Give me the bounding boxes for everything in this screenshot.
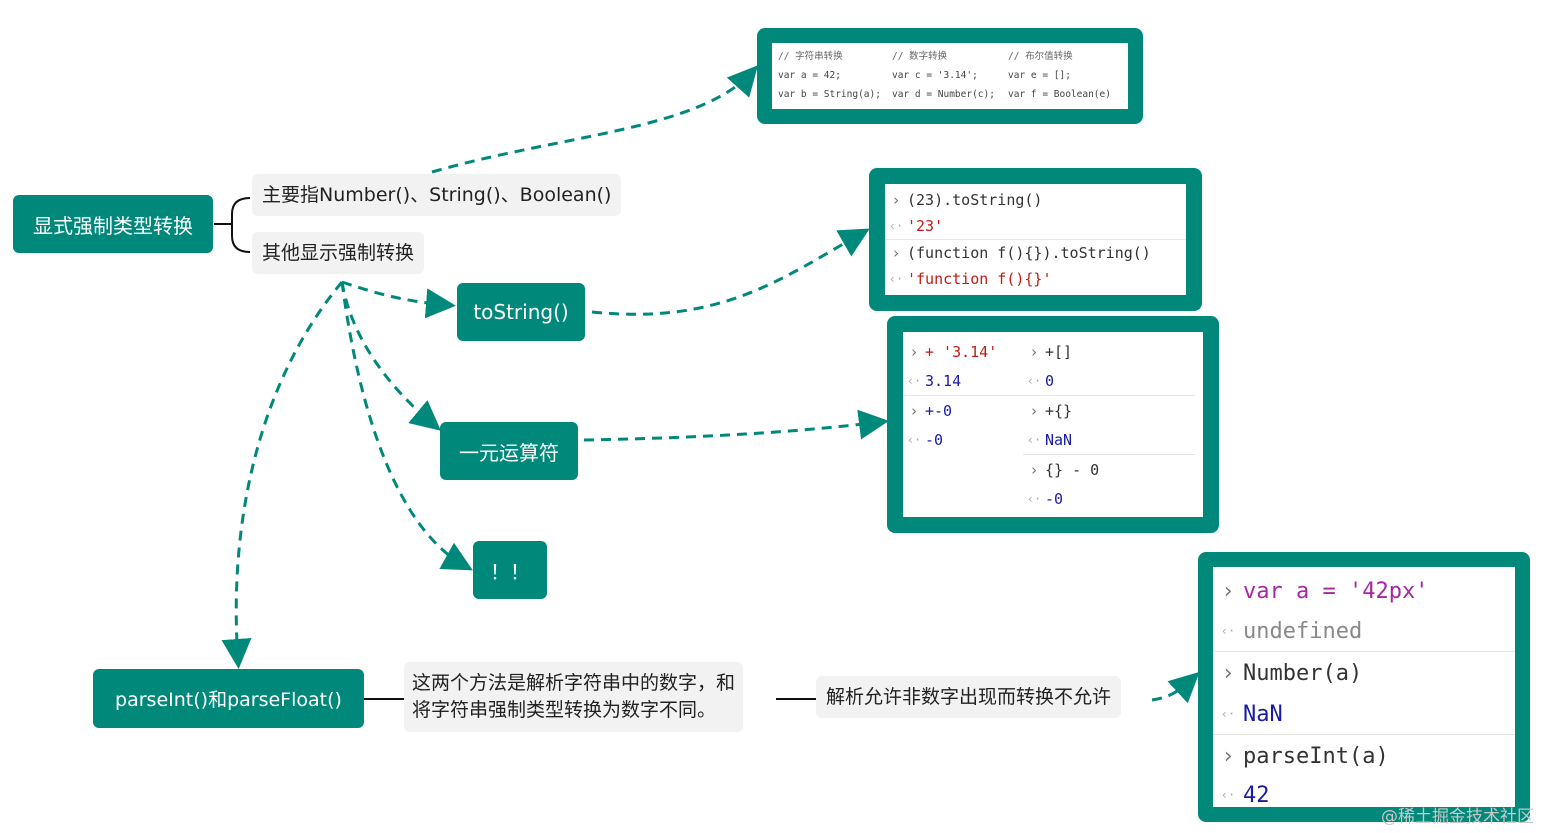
console-input: +{} (1045, 401, 1073, 420)
console-output: 'function f(){}' (907, 270, 1052, 288)
console-row: › Number(a) (1213, 651, 1515, 694)
result-icon: ‹· (1026, 491, 1042, 506)
unary-console: › + '3.14' ‹· 3.14 › +-0 ‹· -0 › +[] ‹· (887, 316, 1219, 533)
console-input: +-0 (925, 401, 953, 420)
result-icon: ‹· (1220, 707, 1236, 721)
code-c1-line1: var a = 42; (778, 70, 841, 81)
console-output: undefined (1243, 618, 1363, 644)
console-input: Number(a) (1243, 660, 1363, 686)
console-input: +[] (1045, 342, 1073, 361)
prompt-icon: › (1221, 660, 1235, 686)
console-output: NaN (1243, 701, 1283, 727)
console-output: -0 (1045, 489, 1064, 508)
result-icon: ‹· (1026, 373, 1042, 388)
code-panel: // 字符串转换 // 数字转换 // 布尔值转换 var a = 42; va… (757, 28, 1143, 124)
prompt-icon: › (909, 342, 919, 361)
result-icon: ‹· (906, 432, 922, 447)
result-icon: ‹· (1220, 788, 1236, 802)
unary-left-col: › + '3.14' ‹· 3.14 › +-0 ‹· -0 (903, 332, 1023, 513)
console-output: 0 (1045, 371, 1055, 390)
console-row: ‹· 0 (1023, 366, 1195, 395)
prompt-icon: › (909, 401, 919, 420)
code-c1-line2: var b = String(a); (778, 89, 881, 100)
console-output: '23' (907, 217, 944, 235)
prompt-icon: › (1029, 342, 1039, 361)
console-row: ‹· -0 (1023, 484, 1195, 513)
prompt-icon: › (1029, 460, 1039, 479)
result-icon: ‹· (1220, 624, 1236, 638)
code-c2-comment: // 数字转换 (892, 51, 948, 62)
arrow-unary-to-console (583, 409, 889, 442)
label-parse-desc-line2: 将字符串强制类型转换为数字不同。 (412, 699, 717, 721)
code-c2-line2: var d = Number(c); (892, 89, 995, 100)
label-parse-note: 解析允许非数字出现而转换不允许 (816, 676, 1122, 718)
label-parse-desc: 这两个方法是解析字符串中的数字，和 将字符串强制类型转换为数字不同。 (404, 662, 744, 732)
result-icon: ‹· (888, 219, 904, 233)
label-parse-desc-line1: 这两个方法是解析字符串中的数字，和 (412, 672, 736, 694)
arrow-other-to-parse (221, 281, 344, 669)
watermark: @稀土掘金技术社区 (1381, 807, 1534, 827)
console-input: {} - 0 (1045, 460, 1100, 479)
root-node: 显式强制类型转换 (13, 195, 213, 253)
label-other: 其他显示强制转换 (252, 232, 425, 274)
notnot-node: ！！ (473, 541, 547, 599)
tostring-console: › (23).toString() ‹· '23' › (function f(… (869, 168, 1202, 311)
console-input: + '3.14' (925, 342, 998, 361)
prompt-icon: › (1221, 578, 1235, 604)
code-c3-comment: // 布尔值转换 (1008, 51, 1073, 62)
bracket-connector (214, 197, 251, 253)
console-row: ‹· 3.14 (903, 366, 1023, 395)
console-row: › (function f(){}).toString() (885, 239, 1186, 266)
console-row: ‹· undefined (1213, 611, 1515, 651)
prompt-icon: › (891, 191, 901, 209)
result-icon: ‹· (906, 373, 922, 388)
console-input: (function f(){}).toString() (907, 244, 1151, 262)
unary-right-col: › +[] ‹· 0 › +{} ‹· NaN › {} - 0 ‹· -0 (1023, 332, 1195, 513)
console-output: -0 (925, 430, 944, 449)
console-row: › {} - 0 (1023, 454, 1195, 484)
console-row: ‹· NaN (1023, 425, 1195, 454)
arrow-other-to-notnot (340, 281, 473, 571)
unary-node: 一元运算符 (440, 422, 578, 480)
tostring-node: toString() (457, 283, 585, 341)
code-c1-comment: // 字符串转换 (778, 51, 843, 62)
unary-columns: › + '3.14' ‹· 3.14 › +-0 ‹· -0 › +[] ‹· (903, 332, 1203, 513)
code-c2-line1: var c = '3.14'; (892, 70, 978, 81)
console-row: › var a = '42px' (1213, 571, 1515, 611)
console-row: › +-0 (903, 395, 1023, 425)
console-input: var a = '42px' (1243, 578, 1429, 604)
result-icon: ‹· (1026, 432, 1042, 447)
result-icon: ‹· (888, 272, 904, 286)
console-row: ‹· '23' (885, 213, 1186, 239)
console-row: › (23).toString() (885, 187, 1186, 213)
arrow-main-to-code (431, 65, 759, 174)
console-row: › +[] (1023, 337, 1195, 366)
console-output: 42 (1243, 782, 1270, 808)
parse-node: parseInt()和parseFloat() (93, 669, 364, 728)
console-input: (23).toString() (907, 191, 1043, 209)
arrow-note-to-console (1151, 671, 1200, 704)
console-row: ‹· 42 (1213, 777, 1515, 808)
code-grid: // 字符串转换 // 数字转换 // 布尔值转换 var a = 42; va… (772, 43, 1128, 108)
arrow-other-to-tostring (341, 280, 456, 319)
code-c3-line1: var e = []; (1008, 70, 1071, 81)
prompt-icon: › (1221, 743, 1235, 769)
prompt-icon: › (1029, 401, 1039, 420)
console-output: NaN (1045, 430, 1073, 449)
console-row: ‹· -0 (903, 425, 1023, 454)
console-row: › + '3.14' (903, 337, 1023, 366)
console-row: › +{} (1023, 395, 1195, 425)
arrow-tostring-to-console (591, 228, 870, 316)
arrow-other-to-unary (340, 281, 441, 431)
label-main: 主要指Number()、String()、Boolean() (252, 174, 622, 216)
code-c3-line2: var f = Boolean(e) (1008, 89, 1111, 100)
console-row: ‹· NaN (1213, 694, 1515, 734)
console-output: 3.14 (925, 371, 962, 390)
console-input: parseInt(a) (1243, 743, 1389, 769)
console-row: ‹· 'function f(){}' (885, 266, 1186, 292)
console-row: › parseInt(a) (1213, 734, 1515, 777)
prompt-icon: › (891, 244, 901, 262)
parse-console: › var a = '42px' ‹· undefined › Number(a… (1198, 552, 1530, 822)
